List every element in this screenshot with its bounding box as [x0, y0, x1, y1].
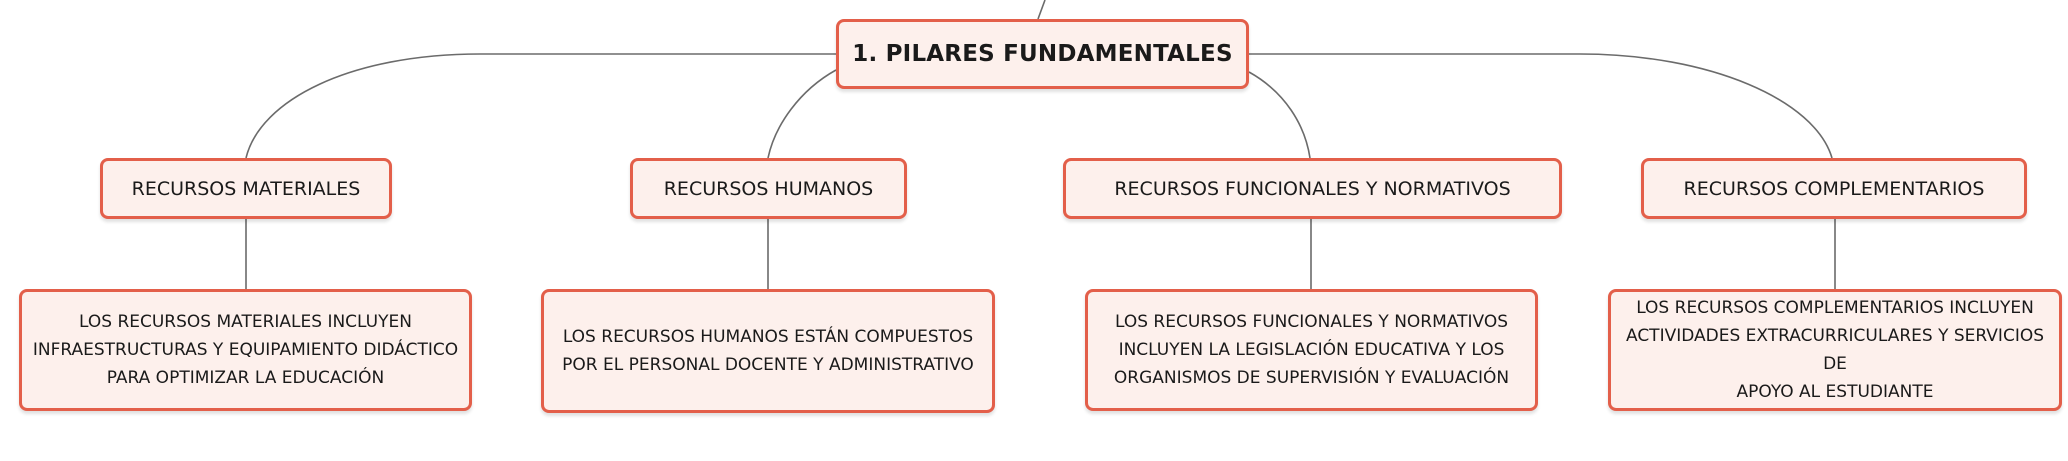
leaf-text-line: LOS RECURSOS FUNCIONALES Y NORMATIVOS	[1114, 312, 1508, 332]
root-node[interactable]: 1. PILARES FUNDAMENTALES	[836, 19, 1249, 89]
connector-root-to-funcionales	[1248, 71, 1311, 159]
leaf-text-line: LOS RECURSOS HUMANOS ESTÁN COMPUESTOS	[562, 327, 974, 347]
node-label: RECURSOS FUNCIONALES Y NORMATIVOS	[1114, 177, 1511, 200]
leaf-text-line: ACTIVIDADES EXTRACURRICULARES Y SERVICIO…	[1625, 326, 2045, 374]
leaf-text-line: INFRAESTRUCTURAS Y EQUIPAMIENTO DIDÁCTIC…	[32, 340, 459, 360]
node-recursos-materiales[interactable]: RECURSOS MATERIALES	[100, 158, 392, 219]
leaf-recursos-funcionales-normativos[interactable]: LOS RECURSOS FUNCIONALES Y NORMATIVOS IN…	[1085, 289, 1538, 411]
leaf-text-line: LOS RECURSOS COMPLEMENTARIOS INCLUYEN	[1636, 298, 2034, 318]
connector-root-to-humanos	[767, 69, 837, 159]
leaf-text-line: ORGANISMOS DE SUPERVISIÓN Y EVALUACIÓN	[1113, 368, 1510, 388]
node-label: RECURSOS HUMANOS	[663, 177, 874, 200]
leaf-recursos-humanos[interactable]: LOS RECURSOS HUMANOS ESTÁN COMPUESTOS PO…	[541, 289, 995, 413]
root-label: 1. PILARES FUNDAMENTALES	[852, 41, 1233, 67]
leaf-text-line: APOYO AL ESTUDIANTE	[1736, 382, 1934, 402]
leaf-text: LOS RECURSOS HUMANOS ESTÁN COMPUESTOS PO…	[562, 323, 974, 379]
connector-root-to-materiales	[245, 53, 836, 159]
leaf-text-line: INCLUYEN LA LEGISLACIÓN EDUCATIVA Y LOS	[1118, 340, 1505, 360]
node-recursos-funcionales-normativos[interactable]: RECURSOS FUNCIONALES Y NORMATIVOS	[1063, 158, 1562, 219]
leaf-text: LOS RECURSOS MATERIALES INCLUYEN INFRAES…	[33, 308, 458, 392]
node-recursos-humanos[interactable]: RECURSOS HUMANOS	[630, 158, 907, 219]
connector-root-to-complementarios	[1249, 53, 1833, 159]
node-label: RECURSOS MATERIALES	[131, 177, 361, 200]
leaf-recursos-complementarios[interactable]: LOS RECURSOS COMPLEMENTARIOS INCLUYEN AC…	[1608, 289, 2062, 411]
leaf-text: LOS RECURSOS FUNCIONALES Y NORMATIVOS IN…	[1114, 308, 1509, 392]
leaf-text: LOS RECURSOS COMPLEMENTARIOS INCLUYEN AC…	[1619, 294, 2051, 406]
leaf-text-line: POR EL PERSONAL DOCENTE Y ADMINISTRATIVO	[562, 355, 974, 375]
node-recursos-complementarios[interactable]: RECURSOS COMPLEMENTARIOS	[1641, 158, 2027, 219]
leaf-text-line: LOS RECURSOS MATERIALES INCLUYEN	[79, 312, 412, 332]
leaf-text-line: PARA OPTIMIZAR LA EDUCACIÓN	[106, 368, 385, 388]
leaf-recursos-materiales[interactable]: LOS RECURSOS MATERIALES INCLUYEN INFRAES…	[19, 289, 472, 411]
connector-parent-to-root	[1037, 0, 1046, 20]
node-label: RECURSOS COMPLEMENTARIOS	[1683, 177, 1985, 200]
